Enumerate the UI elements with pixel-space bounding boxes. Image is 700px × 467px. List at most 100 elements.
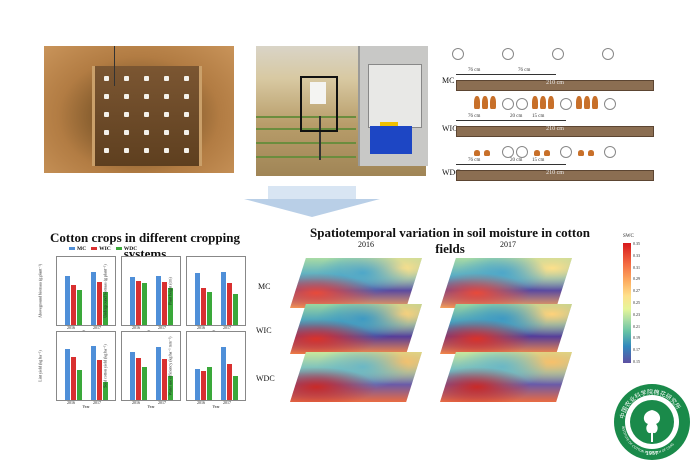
- cotton-plant-icon: [502, 48, 514, 60]
- soil-sensor: [144, 76, 149, 81]
- wheat-icon: [548, 96, 554, 109]
- chart-xlabel: Year: [212, 404, 220, 409]
- soil-moisture-panel: [290, 352, 422, 402]
- cropping-schematic: MC 76 cm 76 cm 210 cm WIC 76 cm 20 cm 15…: [440, 40, 660, 190]
- cotton-plant-icon: [516, 146, 528, 158]
- wheat-icon: [584, 96, 590, 109]
- wheat-seedling-icon: [534, 150, 540, 156]
- chart-category-label: 2016: [132, 400, 140, 405]
- chart-category-label: 2017: [93, 400, 101, 405]
- bar: [130, 352, 135, 400]
- colorbar-tick: 0.17: [633, 347, 640, 353]
- mc-total: 210 cm: [546, 80, 564, 86]
- soil-sensor: [164, 130, 169, 135]
- colorbar-tick: 0.15: [633, 359, 640, 364]
- cotton-plant-icon: [604, 98, 616, 110]
- soil-sensor: [164, 94, 169, 99]
- year-label-2017: 2017: [500, 240, 516, 249]
- cotton-plant-icon: [502, 146, 514, 158]
- wheat-icon: [576, 96, 582, 109]
- right-section-title: Spatiotemporal variation in soil moistur…: [310, 225, 590, 256]
- bar: [97, 360, 102, 400]
- bar: [201, 371, 206, 400]
- bar: [156, 347, 161, 400]
- soil-sensor: [104, 148, 109, 153]
- legend-swatch: [115, 247, 122, 251]
- cotton-plant-icon: [502, 98, 514, 110]
- soil-sensor: [144, 130, 149, 135]
- soil-sensor: [104, 76, 109, 81]
- chart-category-label: 2017: [93, 325, 101, 330]
- colorbar-tick: 0.27: [633, 288, 640, 294]
- chart-xlabel: Year: [147, 404, 155, 409]
- wic-dim-3: 15 cm: [532, 114, 545, 119]
- chart-category-label: 2016: [67, 325, 75, 330]
- wheat-seedling-icon: [588, 150, 594, 156]
- wheat-seedling-icon: [484, 150, 490, 156]
- soil-sensor: [164, 76, 169, 81]
- moisture-label-wic: WIC: [256, 326, 272, 335]
- chart-category-label: 2016: [197, 400, 205, 405]
- chart-ylabel: Water use efficiency (kg ha⁻¹ mm⁻¹): [167, 336, 173, 396]
- soil-sensor: [124, 148, 129, 153]
- cotton-plant-icon: [604, 146, 616, 158]
- soil-sensor: [184, 148, 189, 153]
- legend-swatch: [69, 247, 75, 251]
- wdc-dim-1: 76 cm: [468, 158, 481, 163]
- cotton-plant-icon: [560, 98, 572, 110]
- logger-panel: [368, 64, 422, 128]
- bar: [162, 359, 167, 400]
- moisture-label-mc: MC: [258, 282, 271, 291]
- soil-sensor: [124, 130, 129, 135]
- bar: [162, 281, 167, 325]
- colorbar-title: SWC: [623, 234, 634, 239]
- mc-dim-1: 76 cm: [468, 68, 481, 73]
- bar: [142, 367, 147, 400]
- wic-total: 210 cm: [546, 126, 564, 132]
- colorbar-tick: 0.21: [633, 323, 640, 329]
- soil-sensor: [104, 130, 109, 135]
- soil-sensor: [104, 94, 109, 99]
- bar: [233, 376, 238, 400]
- bar: [91, 346, 96, 400]
- bar: [195, 273, 200, 325]
- moisture-colorbar: [623, 243, 631, 363]
- cotton-plant-icon: [552, 48, 564, 60]
- bar: [77, 290, 82, 325]
- control-box-inset: [358, 46, 428, 166]
- wdc-dim-2: 20 cm: [510, 158, 523, 163]
- colorbar-tick: 0.33: [633, 252, 640, 258]
- wheat-icon: [490, 96, 496, 109]
- colorbar-tick: 0.31: [633, 264, 640, 270]
- sensor-pole: [319, 116, 321, 160]
- chart-category-label: 2016: [132, 325, 140, 330]
- soil-sensor: [104, 112, 109, 117]
- down-arrow-body: [268, 186, 356, 200]
- soil-sensor: [164, 148, 169, 153]
- soil-sensor: [124, 94, 129, 99]
- schematic-label-mc: MC: [442, 76, 455, 85]
- soil-sensor: [184, 76, 189, 81]
- bar: [221, 272, 226, 325]
- wheat-icon: [474, 96, 480, 109]
- soil-moisture-panel: [290, 258, 422, 308]
- institute-logo: 中国农业科学院棉花研究所 1957 INSTITUTE OF COTTON RE…: [614, 384, 690, 460]
- bar: [65, 349, 70, 400]
- bar: [136, 358, 141, 400]
- soil-moisture-panel: [440, 304, 572, 354]
- legend-label: WDC: [123, 246, 138, 252]
- chart-ylabel: Aboveground biomass (g plant⁻¹): [37, 263, 43, 319]
- colorbar-tick: 0.25: [633, 300, 640, 305]
- bar: [130, 277, 135, 325]
- chart-ylabel: Seed cotton yield (kg ha⁻¹): [102, 344, 108, 388]
- cotton-plant-icon: [452, 48, 464, 60]
- soil-sensor: [144, 112, 149, 117]
- colorbar-tick: 0.19: [633, 335, 640, 341]
- chart-ylabel: Lint yield (kg ha⁻¹): [37, 350, 43, 382]
- bar: [77, 370, 82, 400]
- bar: [168, 376, 173, 400]
- year-label-2016: 2016: [358, 240, 374, 249]
